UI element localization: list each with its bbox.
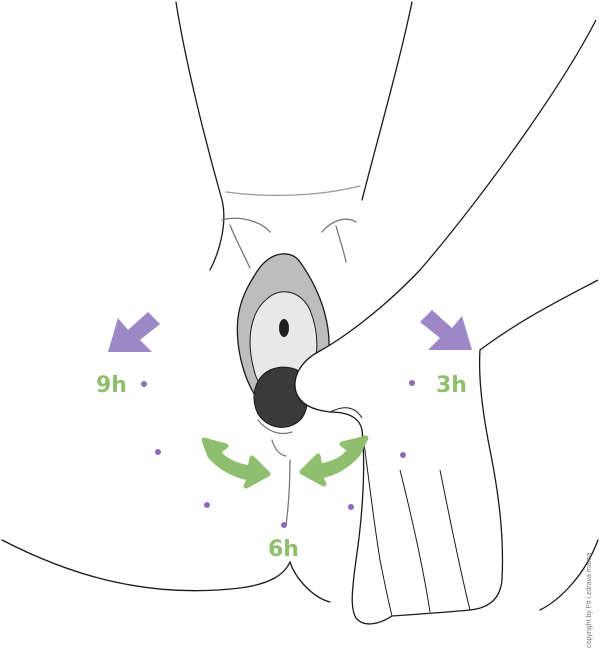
urethra (279, 319, 289, 337)
finger-line-3 (439, 469, 471, 611)
dots (141, 380, 415, 528)
curved-arrow-left-icon (201, 437, 271, 489)
right-buttock-outer (539, 539, 599, 611)
dot (348, 504, 354, 510)
knuckle-line (329, 407, 363, 419)
finger-line-2 (399, 469, 431, 613)
hand (253, 19, 599, 625)
copyright-text: copyright by Fit i zdrava mama (586, 553, 593, 648)
right-labia-line (335, 225, 347, 263)
perineum-line-3 (271, 439, 287, 457)
right-buttock (289, 561, 331, 603)
left-thigh-line (175, 1, 225, 271)
dot (141, 381, 147, 387)
left-fold (221, 217, 271, 233)
dot (400, 452, 406, 458)
perineum-line-1 (257, 419, 293, 435)
arrow-3h-icon (420, 310, 472, 350)
label-3h: 3h (436, 373, 467, 398)
dot (204, 502, 210, 508)
right-fold (321, 218, 357, 233)
hand-outline (294, 19, 599, 625)
right-thigh-line (361, 1, 413, 201)
dot (155, 449, 161, 455)
body-outline (1, 1, 599, 611)
label-6h: 6h (268, 537, 299, 562)
arrow-9h-icon (108, 312, 160, 352)
left-labia-line (229, 224, 251, 269)
pubic-line (225, 185, 361, 196)
dot (409, 380, 415, 386)
label-9h: 9h (96, 373, 127, 398)
perineum-line-2 (285, 459, 291, 526)
left-buttock (1, 539, 291, 592)
finger-line-1 (361, 429, 393, 617)
curved-arrow-right-icon (299, 435, 369, 487)
dot (281, 522, 287, 528)
